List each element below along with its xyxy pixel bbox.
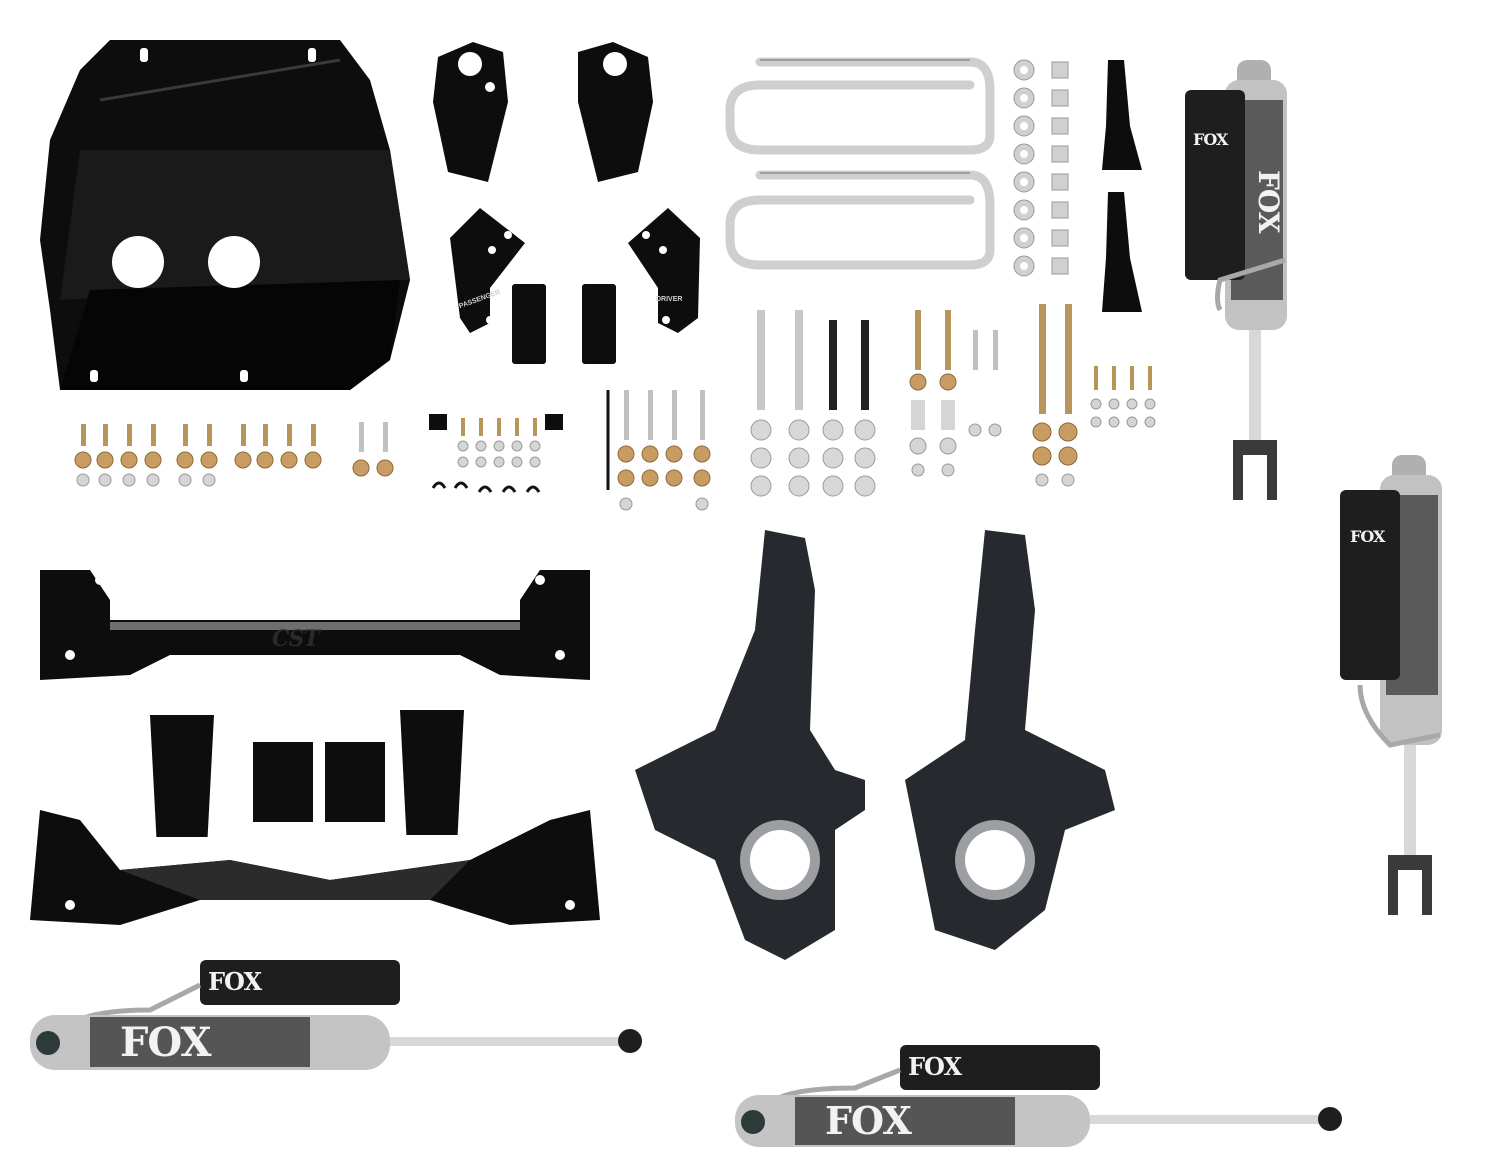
fox-logo: FOX: [120, 1019, 212, 1066]
front-coilover-shock-2: FOX: [1330, 455, 1470, 945]
shock-clip-top: [1102, 60, 1142, 170]
spacer-right: [582, 284, 616, 364]
fox-logo: FOX: [1350, 527, 1385, 546]
skid-plate: [40, 40, 420, 400]
cst-logo: CST: [272, 626, 320, 652]
lift-block-1: [150, 715, 214, 837]
steering-knuckle-right: [905, 530, 1125, 960]
lift-block-3: [325, 742, 385, 822]
upper-bracket-left: [428, 42, 513, 187]
driver-stamp: DRIVER: [656, 296, 683, 303]
hardware-row-5: [905, 300, 1085, 500]
fox-logo: FOX: [208, 967, 262, 996]
hardware-row-6: [1088, 362, 1178, 442]
spacer-left: [512, 284, 546, 364]
rear-shock-1: FOX FOX: [30, 955, 680, 1075]
shock-clip-bottom: [1102, 192, 1142, 312]
rear-crossmember: [30, 810, 600, 930]
fox-logo: FOX: [908, 1052, 962, 1081]
fox-logo: FOX: [825, 1098, 912, 1143]
lift-block-2: [253, 742, 313, 822]
lift-block-4: [400, 710, 464, 835]
hardware-row-4: [745, 300, 885, 500]
passenger-bracket: PASSENGER: [450, 208, 525, 333]
fox-logo: FOX: [1193, 130, 1228, 149]
steering-knuckle-left: [635, 530, 875, 960]
front-coilover-shock-1: FOX FOX: [1175, 60, 1315, 530]
hardware-row-1: [65, 418, 405, 498]
front-crossmember: CST: [40, 560, 590, 690]
fox-logo: FOX: [1252, 170, 1285, 233]
upper-bracket-right: [573, 42, 658, 187]
driver-bracket: DRIVER: [628, 208, 703, 333]
washer-column: [1012, 58, 1072, 283]
rear-shock-2: FOX FOX: [735, 1040, 1365, 1150]
hardware-row-2: [425, 410, 565, 505]
hardware-row-3: [600, 380, 730, 520]
u-bolts: [720, 50, 1000, 290]
